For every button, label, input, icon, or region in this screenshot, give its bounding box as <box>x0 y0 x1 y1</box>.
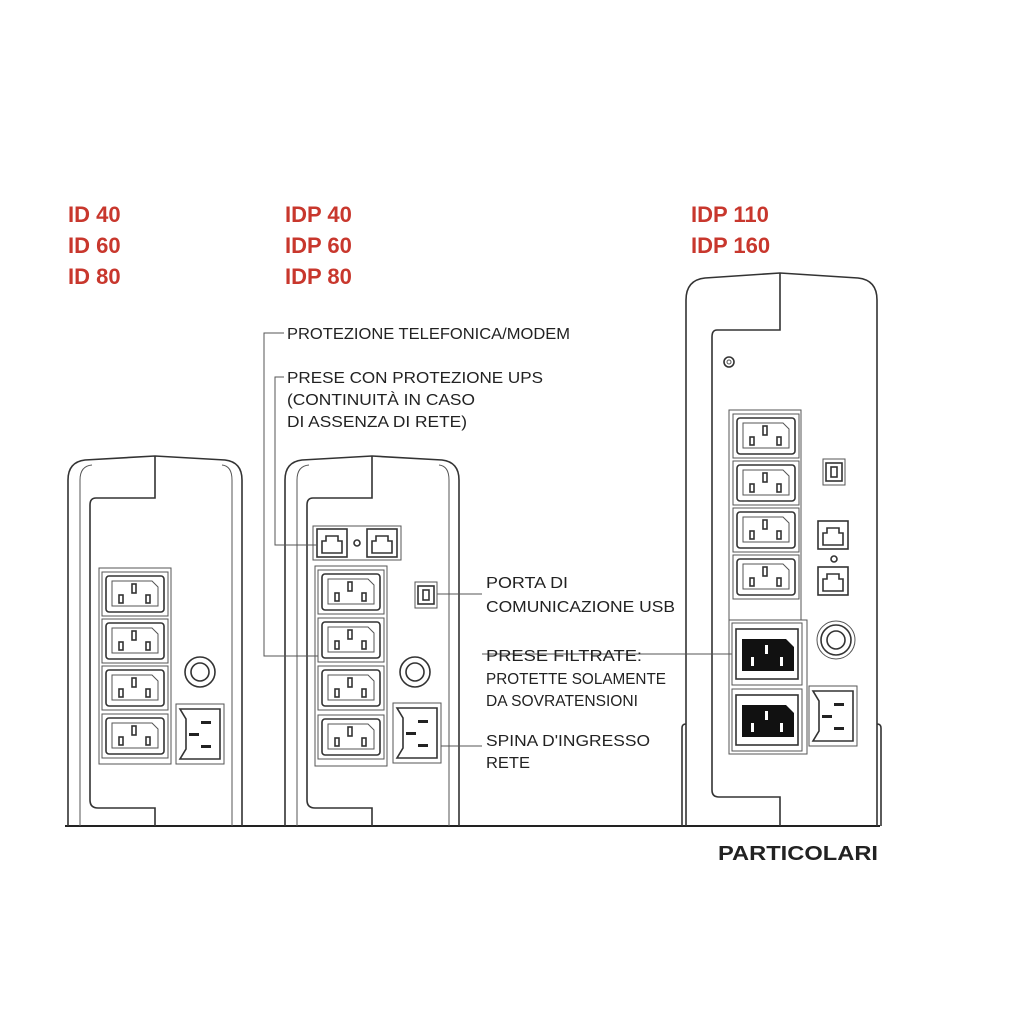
breaker-knob-icon <box>184 656 216 688</box>
leader-lines <box>263 332 732 747</box>
model-label: IDP 40 <box>285 202 352 227</box>
screw-icon <box>723 356 735 368</box>
model-labels-id: ID 40 ID 60 ID 80 <box>68 202 121 289</box>
ups-outlet <box>317 617 385 663</box>
model-labels-idp-large: IDP 110 IDP 160 <box>691 202 770 258</box>
model-label: IDP 60 <box>285 233 352 258</box>
power-inlet <box>808 685 858 747</box>
ups-unit-idp-large <box>681 272 882 826</box>
caption-particolari: PARTICOLARI <box>718 843 878 865</box>
rj11-port-icon <box>817 566 849 596</box>
model-label: ID 60 <box>68 233 121 258</box>
annotation-filtrate: DA SOVRATENSIONI <box>486 693 638 710</box>
ups-outlet <box>317 714 385 760</box>
usb-port-icon <box>414 581 438 609</box>
model-label: IDP 110 <box>691 202 769 227</box>
filtered-outlet <box>731 622 803 686</box>
annotation-prese-ups: (CONTINUITÀ IN CASO <box>287 392 475 409</box>
model-label: IDP 80 <box>285 264 352 289</box>
rj11-port-icon <box>366 528 398 558</box>
rj11-port-icon <box>817 520 849 550</box>
power-inlet <box>392 702 442 764</box>
model-label: ID 80 <box>68 264 121 289</box>
ups-outlet <box>732 554 800 600</box>
ups-outlet <box>101 618 169 664</box>
annotation-spina: RETE <box>486 755 530 772</box>
annotation-filtrate: PRESE FILTRATE: <box>486 648 642 665</box>
ups-outlet <box>732 460 800 506</box>
model-label: ID 40 <box>68 202 121 227</box>
model-labels-idp: IDP 40 IDP 60 IDP 80 <box>285 202 352 289</box>
filtered-outlet <box>731 688 803 752</box>
annotation-prese-ups: PRESE CON PROTEZIONE UPS <box>287 370 543 387</box>
ups-outlet <box>317 569 385 615</box>
ups-unit-idp <box>284 455 460 826</box>
ups-outlet <box>732 507 800 553</box>
power-inlet <box>175 703 225 765</box>
annotation-filtrate: PROTETTE SOLAMENTE <box>486 671 666 688</box>
ups-outlet <box>101 571 169 617</box>
annotation-usb: PORTA DI <box>486 575 568 592</box>
breaker-knob-icon <box>399 656 431 688</box>
annotation-usb: COMUNICAZIONE USB <box>486 599 675 616</box>
breaker-knob-icon <box>820 624 852 656</box>
usb-port-icon <box>822 458 846 486</box>
ups-outlet <box>101 665 169 711</box>
annotation-prese-ups: DI ASSENZA DI RETE) <box>287 414 467 431</box>
annotation-spina: SPINA D'INGRESSO <box>486 733 650 750</box>
ups-outlet <box>101 713 169 759</box>
model-label: IDP 160 <box>691 233 770 258</box>
ups-outlet <box>317 665 385 711</box>
annotation-telefonica: PROTEZIONE TELEFONICA/MODEM <box>287 326 570 343</box>
rj11-port-icon <box>316 528 348 558</box>
ups-outlet <box>732 413 800 459</box>
ups-unit-id <box>67 455 243 826</box>
